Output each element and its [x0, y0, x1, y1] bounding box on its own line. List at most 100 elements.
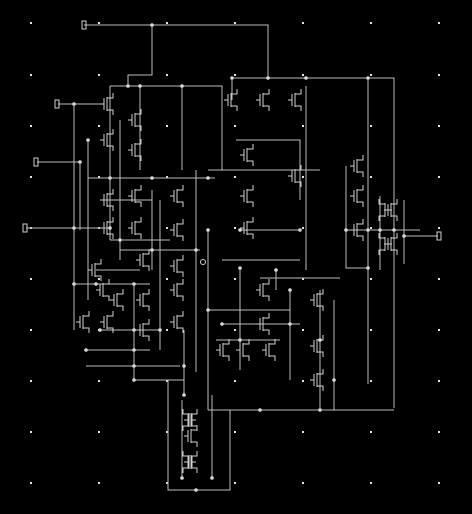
grid-dot [30, 380, 32, 382]
transistor-icon [170, 311, 184, 333]
junction-dot [392, 228, 396, 232]
junction-dot [108, 226, 112, 230]
junction-dot [332, 378, 336, 382]
junction-dot [150, 248, 154, 252]
wire-bottom-loop [167, 380, 231, 491]
wire-top-drop [127, 25, 153, 86]
transistor-icon [240, 217, 254, 239]
transistor-icon [128, 185, 142, 207]
junction-dot [150, 23, 154, 27]
junction-dot [206, 308, 210, 312]
grid-dot [166, 227, 168, 229]
transistor-icon [170, 185, 184, 207]
junction-dot [150, 176, 154, 180]
grid-dot [234, 329, 236, 331]
grid-dot [98, 380, 100, 382]
grid-dot [166, 278, 168, 280]
grid-dot [370, 482, 372, 484]
transistor-icon [262, 339, 276, 361]
grid-dot [234, 125, 236, 127]
transistor-icon [288, 89, 302, 111]
junction-dot [344, 228, 348, 232]
transistor-icon [350, 185, 364, 207]
input-pin-b [33, 157, 39, 167]
grid-dot [438, 431, 440, 433]
transistor-icon [100, 93, 114, 115]
transistor-icon [256, 89, 270, 111]
junction-dot [238, 228, 242, 232]
grid-dot [370, 176, 372, 178]
transistor-icon [136, 249, 150, 271]
junction-dot [72, 282, 76, 286]
transistor-icon [136, 319, 150, 341]
transistor-icon [378, 199, 392, 221]
wire-h-140 [236, 139, 301, 200]
junction-dot [132, 364, 136, 368]
junction-dot [72, 102, 76, 106]
transistor-icon [170, 255, 184, 277]
grid-dot [370, 227, 372, 229]
junction-dot [238, 266, 242, 270]
grid-dot [30, 22, 32, 24]
transistor-icon [350, 219, 364, 241]
junction-dot [118, 238, 122, 242]
grid-dots [30, 22, 440, 484]
junction-dot [194, 488, 198, 492]
transistor-icon [100, 217, 114, 239]
transistor-icon [182, 409, 196, 431]
grid-dot [166, 22, 168, 24]
grid-dot [30, 74, 32, 76]
grid-dot [166, 176, 168, 178]
grid-dot [234, 227, 236, 229]
grid-dot [302, 278, 304, 280]
grid-dot [302, 380, 304, 382]
junction-dot [132, 282, 136, 286]
grid-dot [98, 74, 100, 76]
grid-dot [234, 74, 236, 76]
probe-node [200, 259, 206, 265]
junction-dot [94, 282, 98, 286]
transistor-icon [110, 289, 124, 311]
junction-dot [220, 322, 224, 326]
transistor-icon [100, 129, 114, 151]
grid-dot [370, 74, 372, 76]
transistor-icon [310, 289, 324, 311]
junction-dot [258, 408, 262, 412]
junction-dot [288, 322, 292, 326]
input-pin-top [81, 20, 87, 30]
grid-dot [370, 22, 372, 24]
junction-dot [298, 228, 302, 232]
grid-dot [438, 125, 440, 127]
transistor-icon [96, 279, 110, 301]
grid-dot [166, 380, 168, 382]
transistor-icon [224, 89, 238, 111]
junction-dot [238, 338, 242, 342]
grid-dot [438, 329, 440, 331]
junction-dot [366, 76, 370, 80]
grid-dot [30, 482, 32, 484]
junction-dot [180, 84, 184, 88]
input-pin-a [54, 99, 60, 109]
grid-dot [234, 431, 236, 433]
grid-dot [30, 125, 32, 127]
transistor-icon [378, 233, 392, 255]
wires [26, 24, 438, 491]
junction-dot [318, 408, 322, 412]
grid-dot [370, 380, 372, 382]
transistor-icon [184, 451, 198, 473]
junction-dot [274, 268, 278, 272]
transistor-icon [88, 259, 102, 281]
grid-dot [98, 431, 100, 433]
grid-dot [302, 22, 304, 24]
transistor-icon [256, 279, 270, 301]
wire-supply-upper [110, 85, 223, 110]
junction-dot [108, 176, 112, 180]
junction-dot [132, 348, 136, 352]
junction-dot [132, 378, 136, 382]
junction-dot [230, 76, 234, 80]
junction-dot [72, 226, 76, 230]
junction-dot [378, 228, 382, 232]
grid-dot [438, 380, 440, 382]
